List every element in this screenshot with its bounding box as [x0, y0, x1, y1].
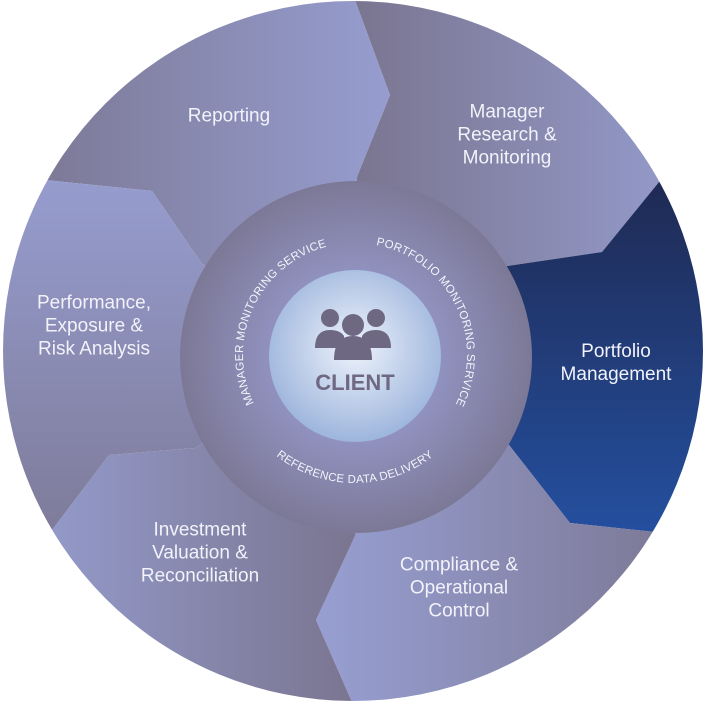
segment-performance: [3, 172, 355, 600]
people-group-icon: [315, 309, 391, 360]
label-line: Compliance &: [399, 554, 519, 576]
label-line: Portfolio: [581, 341, 651, 362]
label-performance: Performance, Exposure & Risk Analysis: [37, 292, 151, 361]
label-line: Monitoring: [462, 147, 552, 169]
label-line: Management: [560, 364, 672, 385]
label-line: Exposure &: [44, 315, 144, 337]
label-line: Reporting: [187, 105, 271, 127]
label-line: Research &: [457, 124, 557, 146]
label-line: Operational: [409, 577, 509, 599]
label-line: Investment: [153, 519, 247, 541]
label-line: Performance,: [36, 292, 152, 314]
segment-portfolio-management: [355, 127, 703, 538]
label-reporting: Reporting: [188, 105, 270, 128]
label-line: Control: [428, 600, 490, 622]
label-compliance: Compliance & Operational Control: [400, 554, 518, 623]
label-line: Reconciliation: [140, 565, 260, 587]
client-label: CLIENT: [315, 370, 395, 395]
label-line: Manager: [469, 101, 545, 123]
label-portfolio-management: Portfolio Management: [561, 340, 672, 386]
label-line: Risk Analysis: [38, 338, 150, 360]
label-line: Valuation &: [152, 542, 248, 564]
label-manager-research: Manager Research & Monitoring: [457, 101, 556, 170]
label-investment-valuation: Investment Valuation & Reconciliation: [141, 519, 259, 588]
